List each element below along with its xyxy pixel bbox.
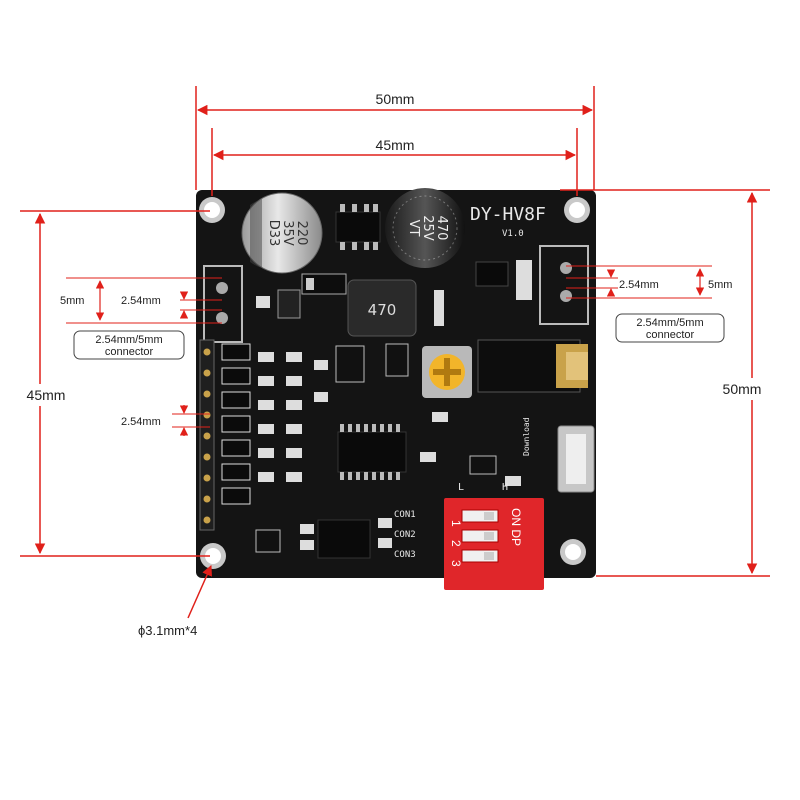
- audio-jack: [477, 339, 588, 393]
- dip-switch: ON DP 1 2 3: [444, 498, 544, 590]
- dim-right-terminal: 2.54mm 5mm: [566, 265, 732, 299]
- dim-right-254-label: 2.54mm: [619, 279, 659, 291]
- cap-left-voltage: 35V: [280, 220, 295, 246]
- right-callout-line1: 2.54mm/5mm: [636, 317, 703, 329]
- hole-diameter-label: ϕ3.1mm*4: [138, 623, 197, 638]
- dim-left-terminal: 5mm 2.54mm: [60, 277, 222, 324]
- download-label: Download: [522, 417, 531, 456]
- right-callout-line2: connector: [646, 329, 695, 341]
- dip-number-3: 3: [449, 560, 463, 567]
- dim-top-width-label: 50mm: [376, 91, 415, 107]
- con3-label: CON3: [394, 550, 416, 560]
- board-version-label: V1.0: [502, 229, 524, 239]
- ic-top: [335, 204, 381, 250]
- cap-right-value: 470: [434, 216, 449, 241]
- mounting-hole-top-right: [564, 197, 590, 223]
- dim-right-height: 50mm: [560, 189, 778, 577]
- inductor-label: 470: [368, 301, 397, 319]
- dim-left-height-label: 45mm: [27, 387, 66, 403]
- mode-label-h: H: [502, 482, 508, 493]
- dim-header-pitch-label: 2.54mm: [121, 416, 161, 428]
- dimension-annotations: 50mm 45mm 45mm 50mm: [10, 86, 778, 638]
- right-terminal: [539, 245, 589, 325]
- dim-right-5mm-label: 5mm: [708, 279, 732, 291]
- board-model-label: DY-HV8F: [470, 204, 546, 225]
- diode-column: [221, 343, 251, 505]
- dim-left-height: 45mm: [10, 210, 210, 557]
- cap-right-code: VT: [406, 220, 421, 237]
- inductor: 470: [347, 279, 417, 337]
- main-ic: [337, 424, 407, 480]
- resistor-columns: [258, 352, 328, 482]
- con1-label: CON1: [394, 510, 416, 520]
- mounting-hole-bottom-right: [560, 539, 586, 565]
- potentiometer: [422, 346, 472, 398]
- dim-left-254-label: 2.54mm: [121, 295, 161, 307]
- dim-header-pitch: 2.54mm: [121, 405, 210, 436]
- left-pin-header: [199, 339, 215, 531]
- capacitor-right: 470 25V VT: [385, 188, 465, 268]
- con2-label: CON2: [394, 530, 416, 540]
- mounting-hole-bottom-left: [200, 543, 226, 569]
- micro-usb-port: [557, 425, 595, 493]
- dim-hole-spacing: 45mm: [211, 128, 578, 196]
- cap-left-value: 220: [294, 221, 309, 246]
- mounting-hole-top-left: [199, 197, 225, 223]
- cap-left-code: D33: [266, 220, 281, 247]
- dim-left-5mm-label: 5mm: [60, 295, 84, 307]
- left-callout-line1: 2.54mm/5mm: [95, 334, 162, 346]
- mode-label-l: L: [458, 482, 464, 493]
- left-connector-callout: 2.54mm/5mm connector: [73, 330, 185, 360]
- ic-bottom: [255, 518, 392, 559]
- hole-diameter-callout: ϕ3.1mm*4: [138, 565, 212, 638]
- dip-number-2: 2: [449, 540, 463, 547]
- dim-right-height-label: 50mm: [723, 381, 762, 397]
- left-terminal: [203, 265, 243, 343]
- dip-number-1: 1: [449, 520, 463, 527]
- dip-on-label: ON DP: [509, 508, 523, 546]
- dim-hole-spacing-label: 45mm: [376, 137, 415, 153]
- cap-right-voltage: 25V: [420, 215, 435, 241]
- right-connector-callout: 2.54mm/5mm connector: [615, 313, 725, 343]
- dim-top-width: 50mm: [195, 86, 595, 190]
- capacitor-left: 220 35V D33: [241, 192, 323, 274]
- left-callout-line2: connector: [105, 346, 154, 358]
- pcb-board: 220 35V D33 470 25V VT DY-HV8F V1.0: [196, 188, 596, 590]
